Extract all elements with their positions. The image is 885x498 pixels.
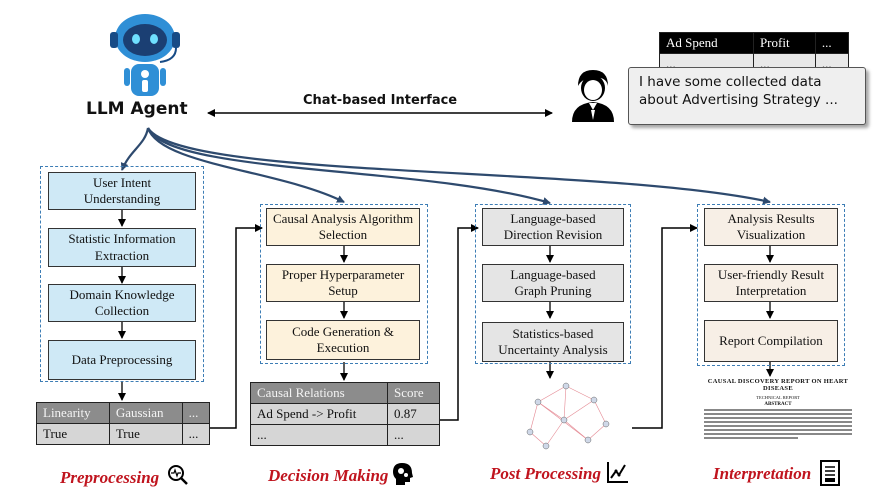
robot-icon bbox=[110, 14, 180, 96]
user-message-line: about Advertising Strategy ... bbox=[639, 92, 838, 109]
preprocessing-table: Linearity Gaussian ... True True ... bbox=[36, 402, 211, 445]
step-direction-revision: Language-based Direction Revision bbox=[482, 208, 624, 246]
step-user-intent: User Intent Understanding bbox=[48, 172, 196, 210]
user-table-header: Ad Spend bbox=[659, 32, 754, 54]
table-cell: 0.87 bbox=[387, 403, 440, 425]
step-domain-knowledge: Domain Knowledge Collection bbox=[48, 284, 196, 322]
causal-graph-image bbox=[526, 382, 610, 450]
report-subtitle: TECHNICAL REPORT bbox=[756, 395, 800, 400]
step-results-visualization: Analysis Results Visualization bbox=[704, 208, 838, 246]
head-gears-icon bbox=[393, 463, 413, 485]
table-cell: ... bbox=[249, 424, 389, 446]
report-abstract-heading: ABSTRACT bbox=[764, 402, 792, 407]
step-uncertainty-analysis: Statistics-based Uncertainty Analysis bbox=[482, 322, 624, 362]
user-table-header: Profit bbox=[752, 32, 816, 54]
report-thumbnail: CAUSAL DISCOVERY REPORT ON HEART DISEASE… bbox=[700, 378, 856, 473]
step-code-generation: Code Generation & Execution bbox=[266, 320, 420, 360]
interface-label: Chat-based Interface bbox=[303, 93, 458, 108]
user-message-bubble: I have some collected data about Adverti… bbox=[628, 67, 866, 125]
step-hyperparameter-setup: Proper Hyperparameter Setup bbox=[266, 264, 420, 302]
table-header: Gaussian bbox=[108, 402, 183, 424]
preprocessing-group bbox=[40, 166, 204, 382]
decision-making-group bbox=[260, 204, 428, 364]
step-statistic-extraction: Statistic Information Extraction bbox=[48, 228, 196, 267]
table-cell: True bbox=[36, 423, 110, 445]
table-cell: ... bbox=[387, 424, 440, 446]
table-header: Score bbox=[387, 382, 440, 404]
stage-label-decision-making: Decision Making bbox=[268, 466, 389, 485]
post-processing-group bbox=[475, 204, 631, 364]
table-header: Causal Relations bbox=[249, 382, 389, 404]
step-graph-pruning: Language-based Graph Pruning bbox=[482, 264, 624, 302]
user-icon bbox=[572, 70, 614, 122]
table-header: Linearity bbox=[36, 402, 110, 424]
step-algorithm-selection: Causal Analysis Algorithm Selection bbox=[266, 208, 420, 246]
decision-table: Causal Relations Score Ad Spend -> Profi… bbox=[249, 382, 440, 446]
analysis-magnifier-icon bbox=[168, 465, 188, 485]
agent-label: LLM Agent bbox=[86, 99, 188, 119]
stage-label-preprocessing: Preprocessing bbox=[60, 468, 160, 487]
user-message-line: I have some collected data bbox=[639, 74, 822, 90]
chart-edit-icon bbox=[607, 462, 628, 483]
step-result-interpretation: User-friendly Result Interpretation bbox=[704, 264, 838, 302]
table-cell: Ad Spend -> Profit bbox=[249, 403, 389, 425]
report-icon bbox=[820, 460, 840, 486]
table-header: ... bbox=[181, 402, 211, 424]
stage-label-interpretation: Interpretation bbox=[713, 464, 812, 483]
interpretation-group bbox=[697, 204, 845, 366]
step-report-compilation: Report Compilation bbox=[704, 320, 838, 362]
table-cell: True bbox=[108, 423, 183, 445]
step-data-preprocessing: Data Preprocessing bbox=[48, 340, 196, 380]
user-table-header: ... bbox=[814, 32, 850, 54]
report-title: CAUSAL DISCOVERY REPORT ON HEART DISEASE bbox=[707, 378, 849, 392]
table-cell: ... bbox=[181, 423, 211, 445]
stage-label-post-processing: Post Processing bbox=[490, 464, 601, 483]
